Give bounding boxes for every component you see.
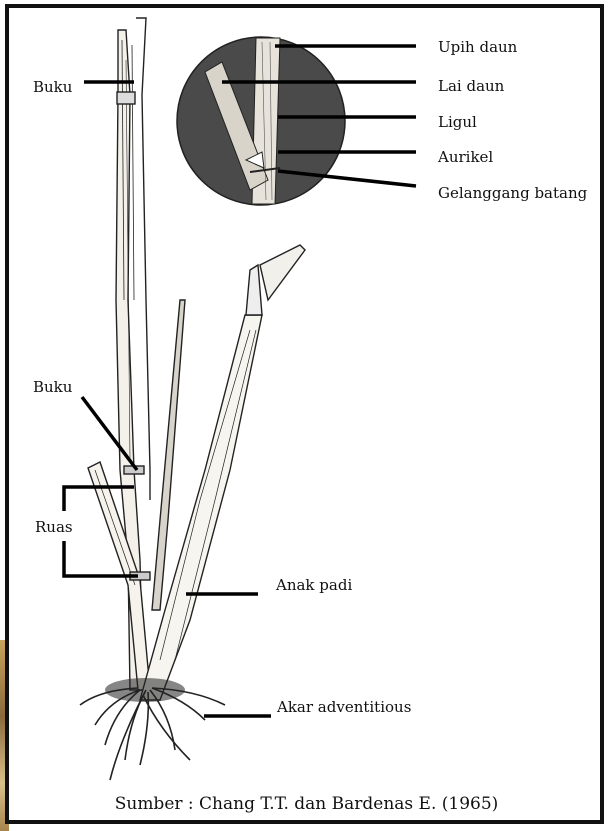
inset-magnified-node xyxy=(177,37,345,205)
figure-source-caption: Sumber : Chang T.T. dan Bardenas E. (196… xyxy=(0,794,613,814)
node-top xyxy=(117,92,135,104)
label-lai-daun: Lai daun xyxy=(438,77,505,95)
label-akar-adventitious: Akar adventitious xyxy=(276,698,411,716)
label-aurikel: Aurikel xyxy=(437,148,493,166)
young-tiller xyxy=(140,315,262,700)
label-ruas: Ruas xyxy=(35,518,73,536)
label-buku-mid: Buku xyxy=(33,378,73,396)
label-upih-daun: Upih daun xyxy=(438,38,518,56)
roots xyxy=(80,688,225,780)
label-buku-top: Buku xyxy=(33,78,73,96)
label-gelanggang-batang: Gelanggang batang xyxy=(438,184,588,202)
label-anak-padi: Anak padi xyxy=(275,576,352,594)
label-ligul: Ligul xyxy=(438,113,477,131)
